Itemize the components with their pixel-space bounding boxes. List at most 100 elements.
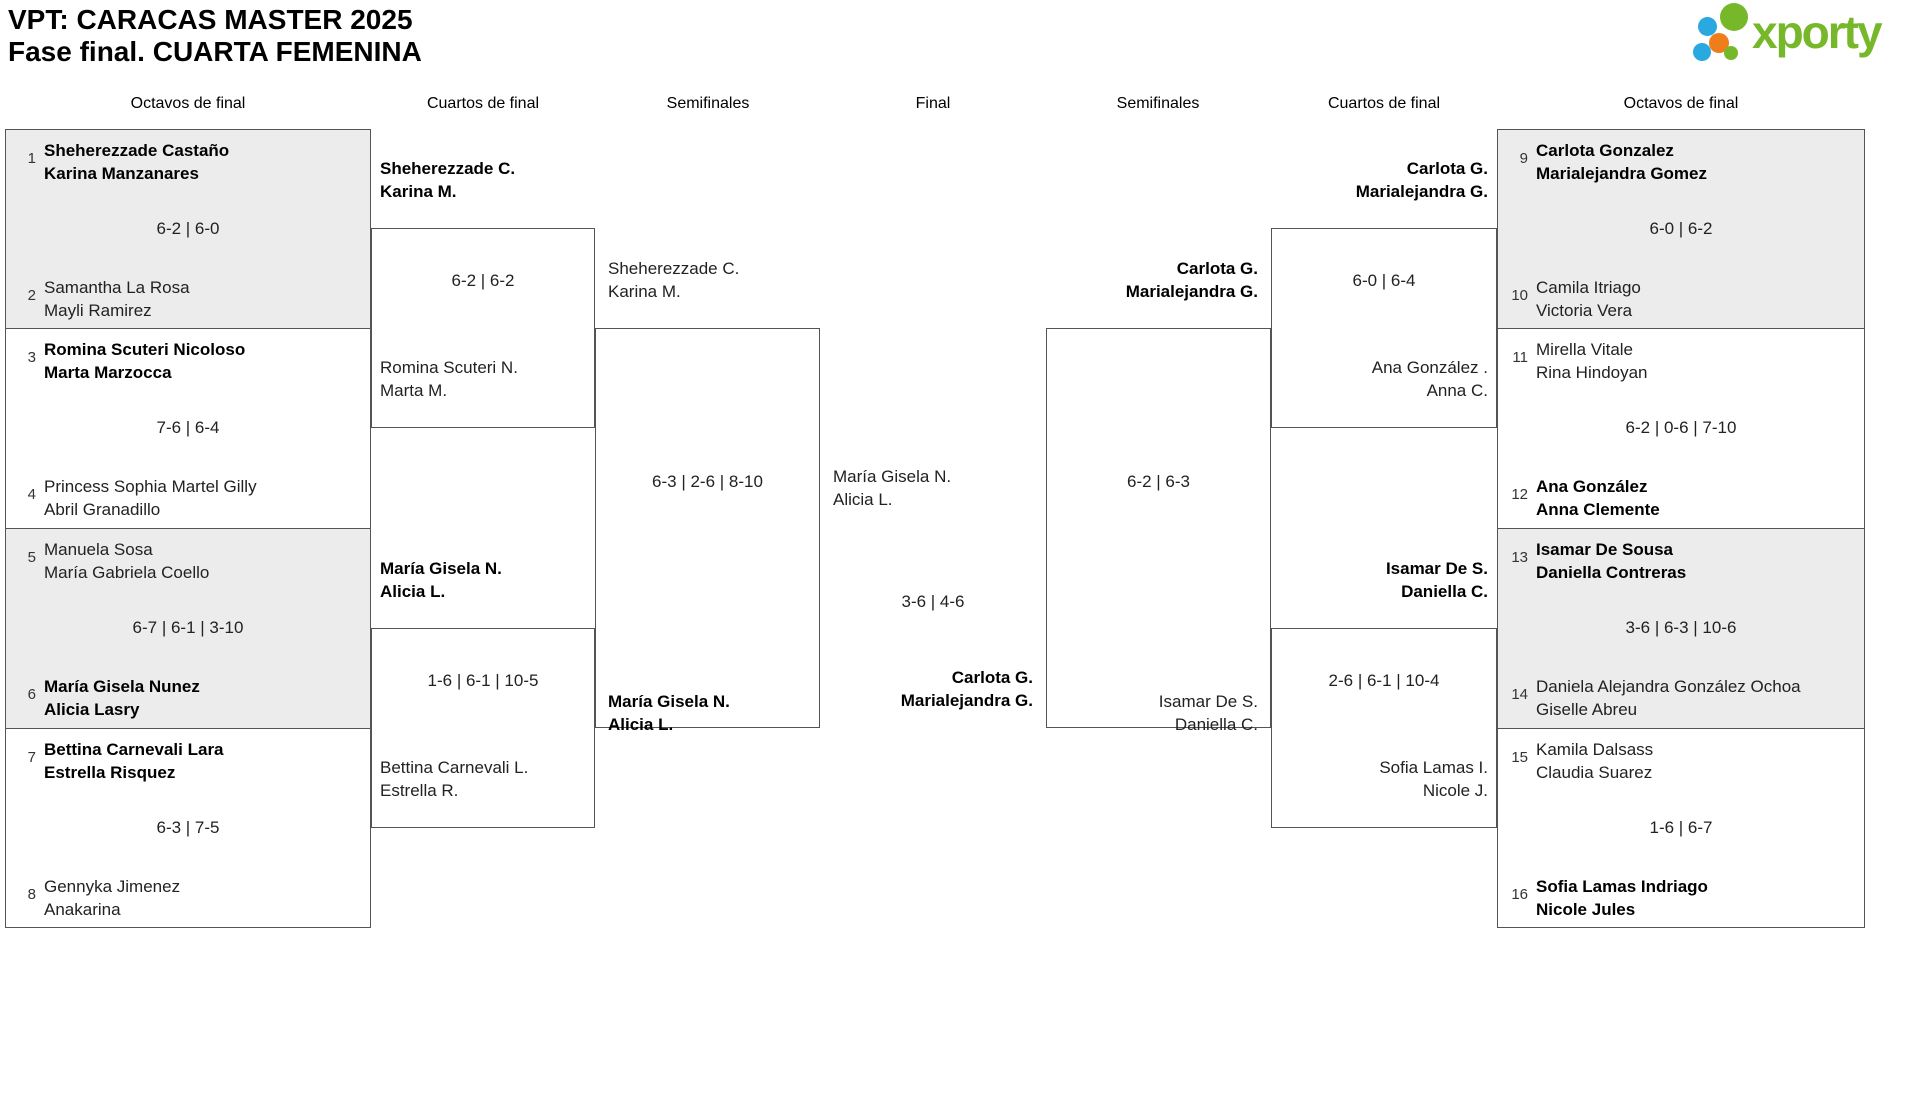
xporty-logo[interactable]: xporty (1690, 0, 1918, 75)
team-entry[interactable]: Isamar De Sousa Daniella Contreras (1536, 538, 1686, 584)
match-score: 6-0 | 6-2 (1649, 219, 1713, 238)
team-entry[interactable]: Romina Scuteri Nicoloso Marta Marzocca (44, 338, 245, 384)
team-entry[interactable]: Camila Itriago Victoria Vera (1536, 276, 1641, 322)
team-entry[interactable]: Sofia Lamas Indriago Nicole Jules (1536, 875, 1708, 921)
player-2: Marta Marzocca (44, 363, 172, 382)
team-entry[interactable]: Isamar De S. Daniella C. (1046, 690, 1258, 736)
player-2: María Gabriela Coello (44, 563, 210, 582)
player-1: Ana González . (1371, 358, 1488, 377)
player-2: Rina Hindoyan (1536, 363, 1648, 382)
final-winner[interactable]: Carlota G. Marialejandra G. (820, 666, 1033, 712)
match-score: 6-3 | 2-6 | 8-10 (652, 472, 763, 491)
player-1: Romina Scuteri Nicoloso (44, 340, 246, 359)
player-1: Sofia Lamas Indriago (1536, 877, 1708, 896)
round-header-semis-right: Semifinales (1116, 95, 1200, 112)
logo-dot-blue-top (1698, 17, 1717, 36)
match-3-4-cell: 3 Romina Scuteri Nicoloso Marta Marzocca… (6, 329, 370, 529)
team-entry[interactable]: Samantha La Rosa Mayli Ramirez (44, 276, 190, 322)
player-1: Bettina Carnevali L. (380, 758, 529, 777)
tournament-title: VPT: CARACAS MASTER 2025 (8, 4, 413, 35)
team-entry[interactable]: Ana González Anna Clemente (1536, 475, 1660, 521)
octavos-left-column: 1 Sheherezzade Castaño Karina Manzanares… (5, 129, 371, 928)
player-2: Daniella Contreras (1536, 563, 1687, 582)
team-entry[interactable]: Carlota Gonzalez Marialejandra Gomez (1536, 139, 1707, 185)
logo-dot-green-big (1720, 3, 1748, 31)
player-1: Sofia Lamas I. (1379, 758, 1488, 777)
player-1: Carlota G. (1406, 159, 1488, 178)
player-1: Isamar De S. (1158, 692, 1258, 711)
team-entry[interactable]: María Gisela Nunez Alicia Lasry (44, 675, 200, 721)
match-15-16-cell: 15 Kamila Dalsass Claudia Suarez 1-6 | 6… (1498, 729, 1864, 929)
match-score: 6-7 | 6-1 | 3-10 (132, 618, 244, 637)
round-header-cuartos-right: Cuartos de final (1327, 95, 1441, 112)
team-entry[interactable]: Carlota G. Marialejandra G. (1271, 157, 1488, 203)
logo-wordmark: xporty (1752, 6, 1883, 58)
match-11-12-cell: 11 Mirella Vitale Rina Hindoyan 6-2 | 0-… (1498, 329, 1864, 529)
player-2: Marialejandra G. (900, 691, 1033, 710)
finalist-left[interactable]: María Gisela N. Alicia L. (833, 465, 951, 511)
match-score: 1-6 | 6-7 (1649, 818, 1713, 837)
final-score: 3-6 | 4-6 (901, 592, 965, 611)
match-score: 1-6 | 6-1 | 10-5 (427, 671, 539, 690)
team-entry[interactable]: Ana González . Anna C. (1271, 356, 1488, 402)
player-1: Daniela Alejandra González Ochoa (1536, 677, 1801, 696)
player-2: Mayli Ramirez (44, 301, 152, 320)
round-header-octavos-right: Octavos de final (1623, 95, 1739, 112)
seed-number: 9 (1519, 150, 1528, 167)
logo-dot-orange (1709, 33, 1729, 53)
player-1: Isamar De Sousa (1536, 540, 1674, 559)
match-score: 6-2 | 6-0 (156, 219, 220, 238)
player-2: Anakarina (44, 900, 121, 919)
player-1: Kamila Dalsass (1536, 740, 1654, 759)
player-2: Marialejandra G. (1125, 282, 1258, 301)
bracket-subtitle: Fase final. CUARTA FEMENINA (8, 36, 422, 67)
player-2: Alicia L. (380, 582, 446, 601)
qf-left-lower-box (371, 628, 595, 828)
sf-right-box (1046, 328, 1271, 728)
qf-right-lower-box (1271, 628, 1497, 828)
team-entry[interactable]: Sheherezzade C. Karina M. (380, 157, 515, 203)
round-header-cuartos-left: Cuartos de final (426, 95, 540, 112)
team-entry[interactable]: Carlota G. Marialejandra G. (1046, 257, 1258, 303)
seed-number: 15 (1511, 749, 1528, 766)
team-entry[interactable]: Gennyka Jimenez Anakarina (44, 875, 180, 921)
team-entry[interactable]: Daniela Alejandra González Ochoa Giselle… (1536, 675, 1801, 721)
team-entry[interactable]: Sheherezzade C. Karina M. (608, 257, 739, 303)
team-entry[interactable]: Sofia Lamas I. Nicole J. (1271, 756, 1488, 802)
player-2: Daniella C. (1401, 582, 1488, 601)
player-1: Samantha La Rosa (44, 278, 190, 297)
player-1: Sheherezzade Castaño (44, 141, 230, 160)
seed-number: 12 (1511, 486, 1528, 503)
team-entry[interactable]: Isamar De S. Daniella C. (1271, 557, 1488, 603)
team-entry[interactable]: Princess Sophia Martel Gilly Abril Grana… (44, 475, 257, 521)
team-entry[interactable]: Romina Scuteri N. Marta M. (380, 356, 518, 402)
team-entry[interactable]: María Gisela N. Alicia L. (608, 690, 730, 736)
seed-number: 1 (27, 150, 36, 167)
team-entry[interactable]: Bettina Carnevali Lara Estrella Risquez (44, 738, 224, 784)
round-header-final: Final (915, 95, 951, 112)
player-1: Mirella Vitale (1536, 340, 1634, 359)
team-entry[interactable]: Sheherezzade Castaño Karina Manzanares (44, 139, 229, 185)
seed-number: 16 (1511, 886, 1528, 903)
logo-dot-blue-bottom (1693, 43, 1711, 61)
qf-left-upper-box (371, 228, 595, 428)
team-entry[interactable]: Manuela Sosa María Gabriela Coello (44, 538, 209, 584)
player-1: María Gisela Nunez (44, 677, 200, 696)
player-1: Isamar De S. (1385, 559, 1488, 578)
match-1-2-cell: 1 Sheherezzade Castaño Karina Manzanares… (6, 130, 370, 329)
player-1: Carlota Gonzalez (1536, 141, 1674, 160)
match-score: 6-2 | 0-6 | 7-10 (1625, 418, 1737, 437)
team-entry[interactable]: María Gisela N. Alicia L. (380, 557, 502, 603)
match-5-6-cell: 5 Manuela Sosa María Gabriela Coello 6-7… (6, 529, 370, 729)
seed-number: 5 (27, 549, 36, 566)
team-entry[interactable]: Mirella Vitale Rina Hindoyan (1536, 338, 1648, 384)
team-entry[interactable]: Kamila Dalsass Claudia Suarez (1536, 738, 1653, 784)
player-2: Abril Granadillo (44, 500, 161, 519)
player-1: María Gisela N. (380, 559, 502, 578)
match-7-8-cell: 7 Bettina Carnevali Lara Estrella Risque… (6, 729, 370, 929)
player-1: Manuela Sosa (44, 540, 153, 559)
seed-number: 7 (27, 749, 36, 766)
seed-number: 13 (1511, 549, 1528, 566)
seed-number: 6 (27, 686, 36, 703)
team-entry[interactable]: Bettina Carnevali L. Estrella R. (380, 756, 528, 802)
